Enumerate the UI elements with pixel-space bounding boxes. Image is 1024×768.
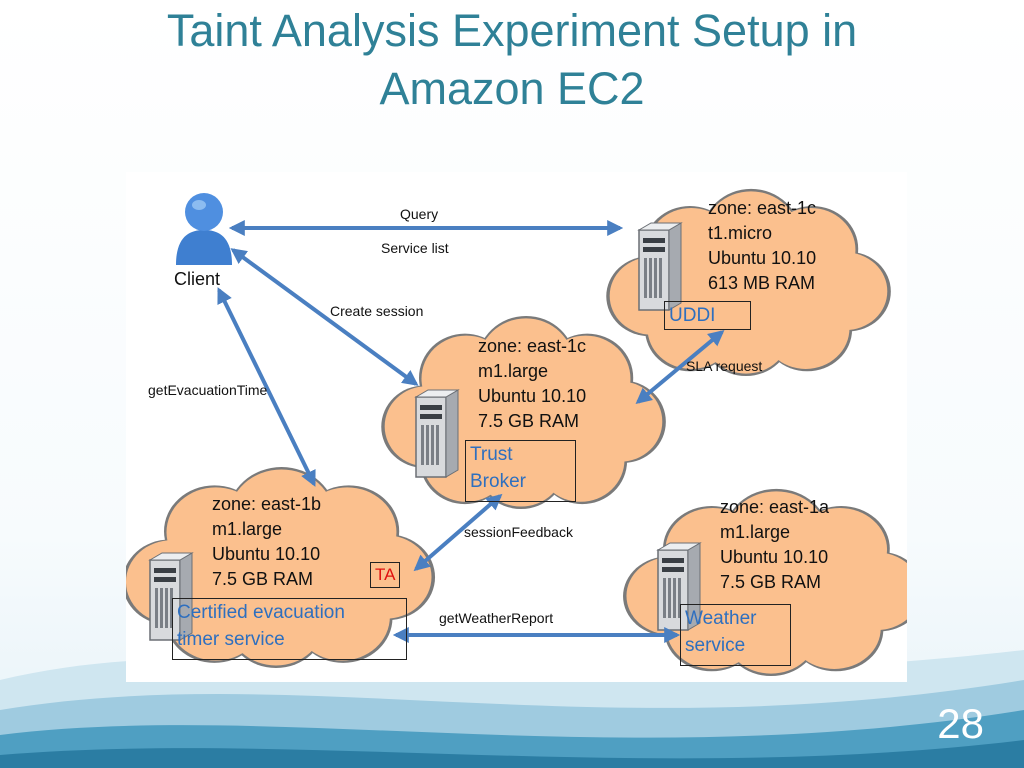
node-evacuation-instance: m1.large [212,519,283,539]
service-box-uddi: UDDI [664,301,751,330]
arrow-session-feedback [413,493,503,572]
edge-label-query: Query [400,206,439,222]
service-box-evacuation: Certified evacuation timer service [172,598,407,660]
edge-label-get-weather-report: getWeatherReport [439,610,554,626]
edge-label-session-feedback: sessionFeedback [464,524,573,540]
node-uddi-zone: zone: east-1c [708,198,817,218]
node-weather-instance: m1.large [720,522,791,542]
node-uddi-ram: 613 MB RAM [708,273,816,293]
client-label: Client [174,269,221,289]
node-weather-ram: 7.5 GB RAM [720,572,822,592]
title-line-2: Amazon EC2 [379,63,645,114]
ta-label: TA [370,562,401,588]
server-icon-uddi [638,222,682,311]
node-uddi-instance: t1.micro [708,223,773,243]
diagram-canvas [126,188,907,677]
node-trust-broker-ram: 7.5 GB RAM [478,411,580,431]
server-icon-trust-broker [415,389,459,478]
edge-label-sla-request: SLA request [686,358,763,374]
node-uddi-os: Ubuntu 10.10 [708,248,817,268]
service-box-weather: Weather service [680,604,791,666]
node-evacuation-zone: zone: east-1b [212,494,322,514]
arrow-get-evacuation-time [217,287,316,487]
architecture-diagram: Query Service list Create session getEva… [126,172,907,682]
arrow-sla-request [635,329,725,405]
node-weather-specs: zone: east-1a m1.large Ubuntu 10.10 7.5 … [720,495,829,595]
slide-title: Taint Analysis Experiment Setup in Amazo… [0,2,1024,118]
service-box-trust-broker: Trust Broker [465,440,576,502]
edge-label-get-evacuation-time: getEvacuationTime [148,382,268,398]
page-number: 28 [937,700,984,747]
node-evacuation-specs: zone: east-1b m1.large Ubuntu 10.10 7.5 … [212,492,321,592]
node-evacuation-ram: 7.5 GB RAM [212,569,314,589]
client-person-icon [176,193,232,265]
node-evacuation-os: Ubuntu 10.10 [212,544,321,564]
node-trust-broker-os: Ubuntu 10.10 [478,386,587,406]
node-weather-os: Ubuntu 10.10 [720,547,829,567]
title-line-1: Taint Analysis Experiment Setup in [166,5,858,56]
node-trust-broker-instance: m1.large [478,361,549,381]
edge-label-create-session: Create session [330,303,424,319]
edge-label-service-list: Service list [381,240,449,256]
node-weather-zone: zone: east-1a [720,497,830,517]
node-trust-broker-zone: zone: east-1c [478,336,587,356]
node-uddi-specs: zone: east-1c t1.micro Ubuntu 10.10 613 … [708,196,816,296]
node-trust-broker-specs: zone: east-1c m1.large Ubuntu 10.10 7.5 … [478,334,586,434]
arrow-create-session [230,248,419,386]
